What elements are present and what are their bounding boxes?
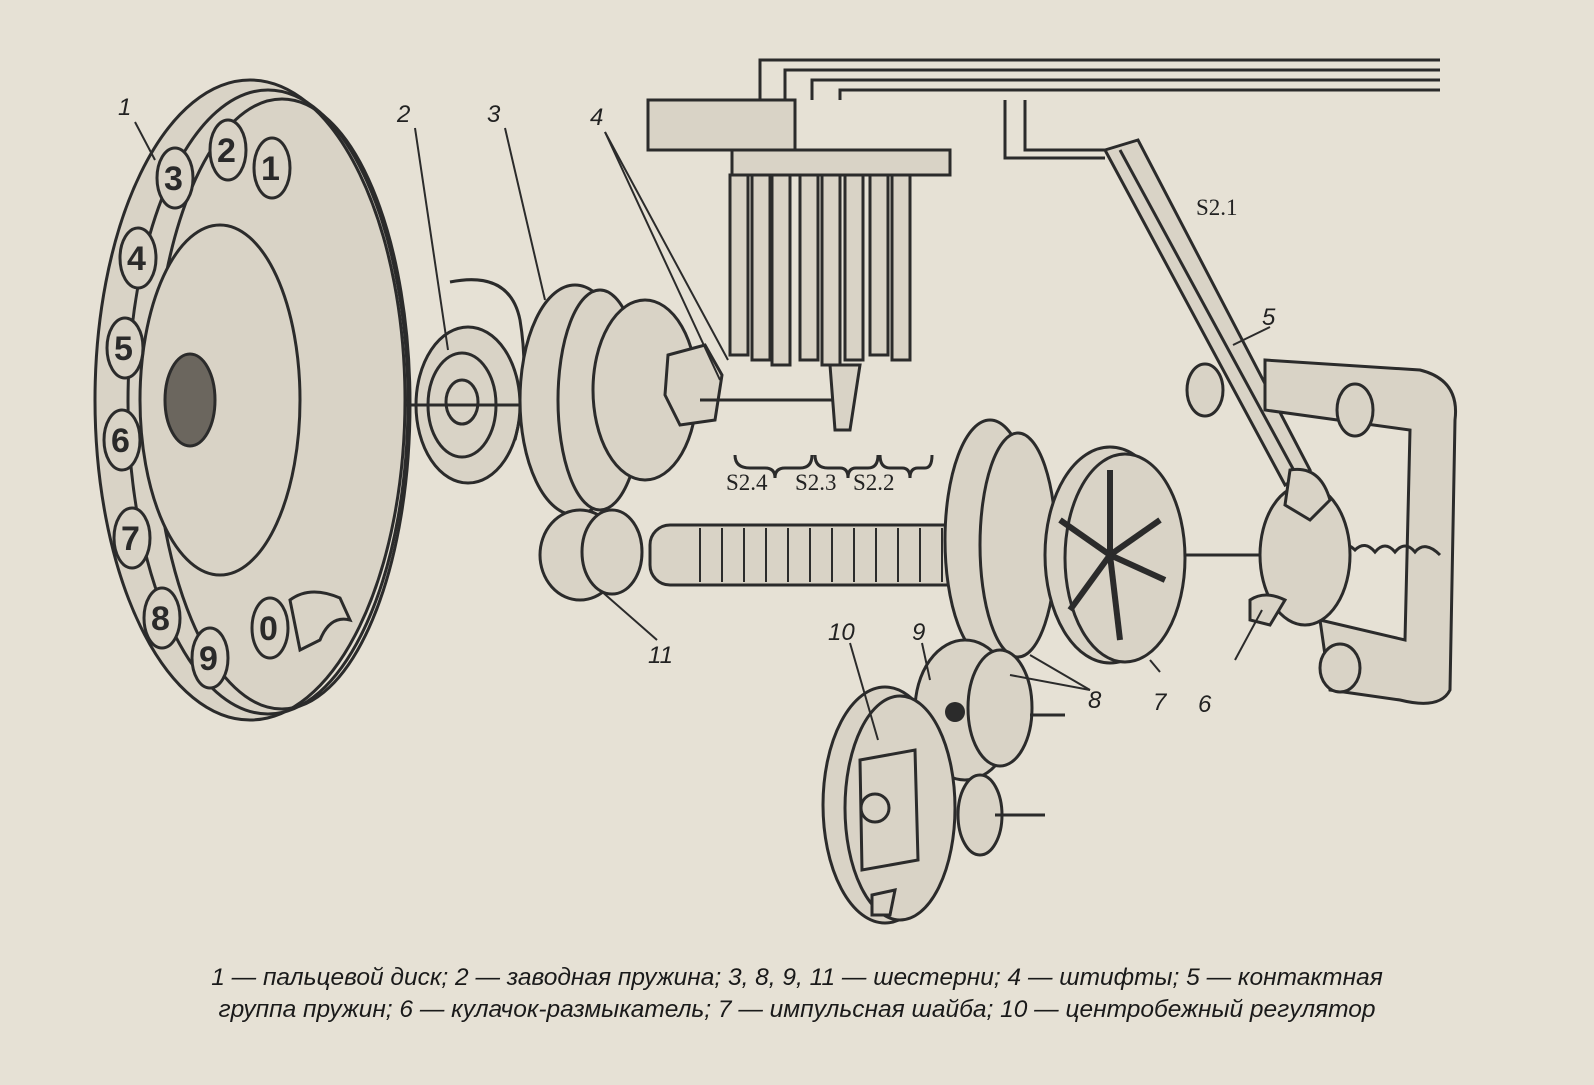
dial-digit: 0 — [259, 610, 278, 648]
gears-8 — [943, 418, 1058, 662]
dial-digit: 1 — [261, 150, 280, 188]
finger-stop — [288, 590, 353, 653]
switch-label-s2-4: S2.4 — [726, 470, 768, 495]
finger-holes — [102, 118, 292, 690]
frame-bracket — [1185, 358, 1458, 705]
pulse-washer — [1043, 445, 1187, 665]
cam-breaker — [1248, 467, 1352, 627]
dial-digit: 2 — [217, 132, 236, 170]
leader-lines — [134, 121, 1271, 741]
caption-line-2: группа пружин; 6 — кулачок-размыкатель; … — [218, 996, 1376, 1023]
switch-label-s2-3: S2.3 — [795, 470, 837, 495]
part-label-1: 1 — [118, 94, 131, 121]
wires — [758, 58, 1440, 160]
gear-3 — [518, 283, 699, 517]
part-label-2: 2 — [396, 101, 410, 128]
part-label-9: 9 — [912, 619, 925, 646]
winding-spring — [405, 278, 560, 485]
part-label-11: 11 — [648, 642, 673, 669]
part-label-4: 4 — [590, 104, 603, 131]
part-label-7: 7 — [1153, 689, 1168, 716]
centrifugal-regulator — [821, 685, 957, 925]
dial-digit: 9 — [199, 640, 218, 678]
part-label-3: 3 — [487, 101, 501, 128]
finger-dial: 1 2 3 4 5 6 7 8 9 0 — [93, 78, 412, 722]
dial-digit: 7 — [121, 520, 140, 558]
dial-digit: 5 — [114, 330, 133, 368]
contact-springs-group — [646, 98, 952, 479]
switch-label-s2-2: S2.2 — [853, 470, 895, 495]
part-label-5: 5 — [1262, 304, 1276, 331]
caption-line-1: 1 — пальцевой диск; 2 — заводная пружина… — [211, 964, 1383, 991]
part-label-10: 10 — [828, 619, 855, 646]
dial-digit: 8 — [151, 600, 170, 638]
contact-group-s2-1 — [1102, 138, 1312, 488]
pins — [663, 343, 850, 427]
dial-digit: 6 — [111, 422, 130, 460]
dial-digit: 4 — [127, 240, 146, 278]
part-label-8: 8 — [1088, 687, 1102, 714]
dial-digit: 3 — [164, 160, 183, 198]
switch-label-s2-1: S2.1 — [1196, 195, 1238, 220]
part-label-6: 6 — [1198, 691, 1212, 718]
